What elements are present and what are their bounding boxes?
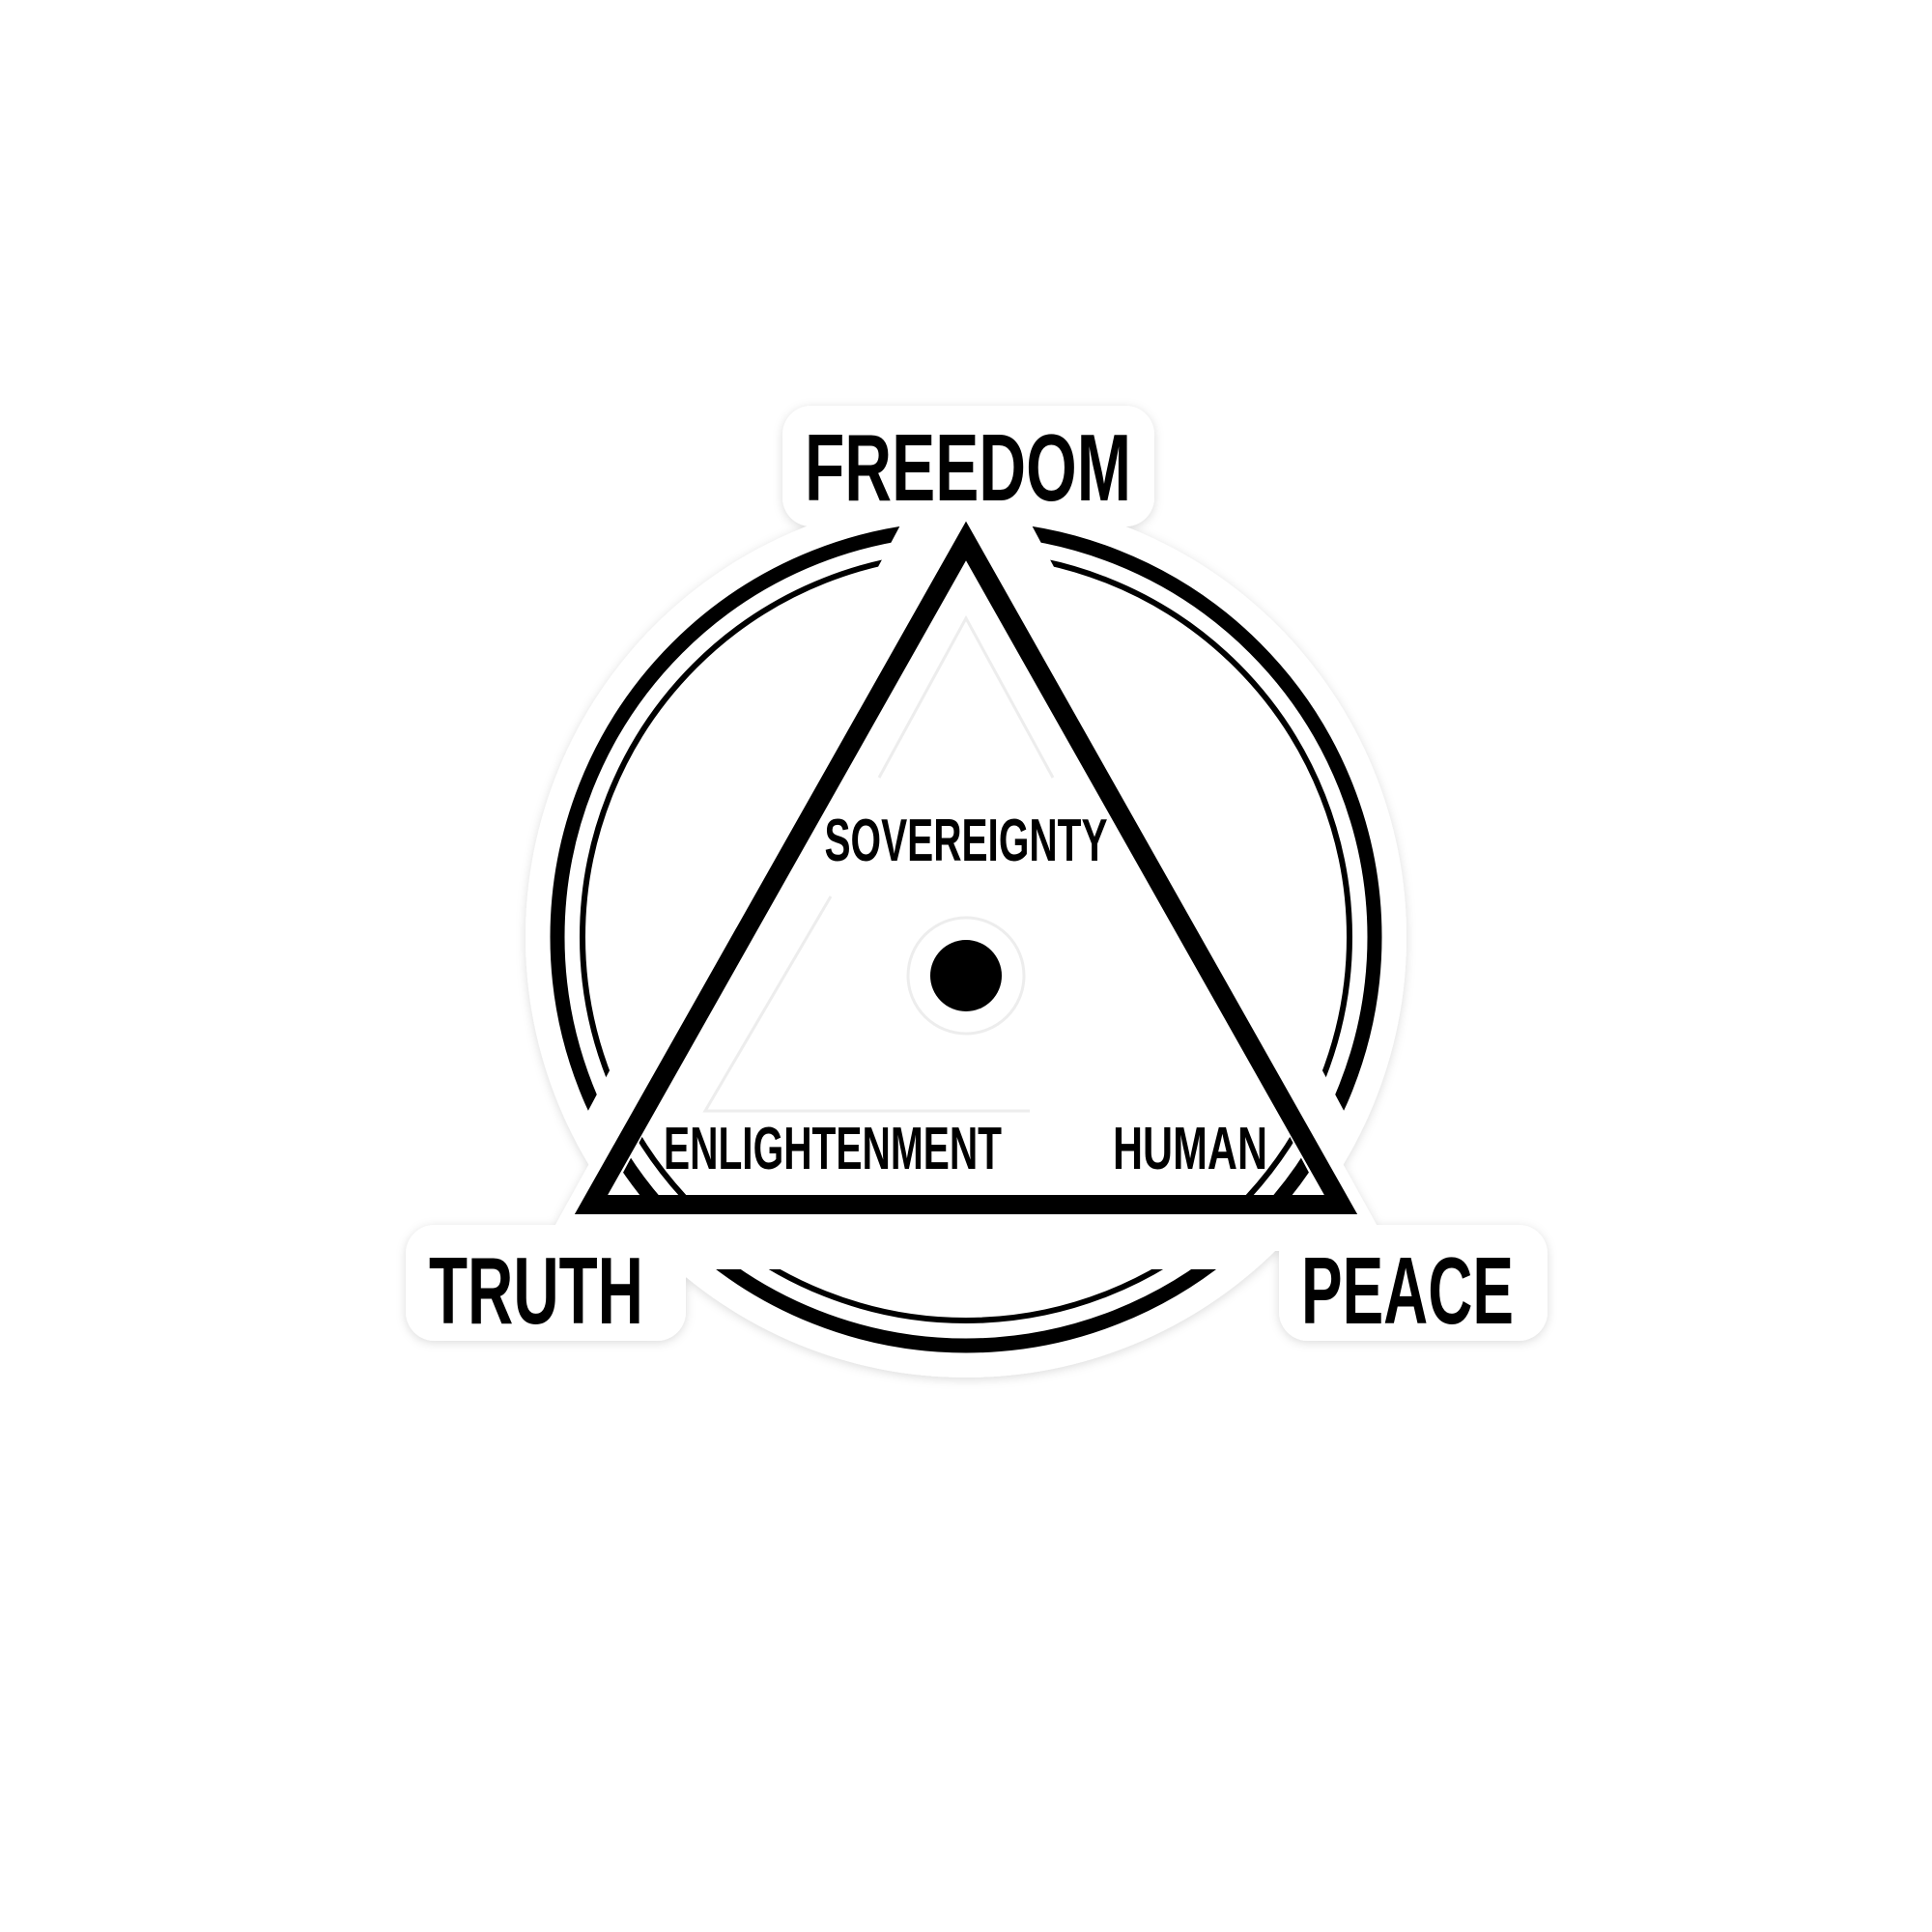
sticker-backing [406,406,1548,1378]
label-enlightenment: ENLIGHTENMENT [664,1116,1002,1182]
label-truth: TRUTH [429,1237,643,1344]
main-triangle [574,521,1358,1214]
label-sovereignty: SOVEREIGNTY [825,808,1108,874]
label-freedom: FREEDOM [805,414,1131,521]
center-dot [930,940,1002,1011]
inner-outline-marks [702,614,1055,1113]
label-human: HUMAN [1113,1116,1267,1182]
label-peace: PEACE [1301,1237,1514,1344]
